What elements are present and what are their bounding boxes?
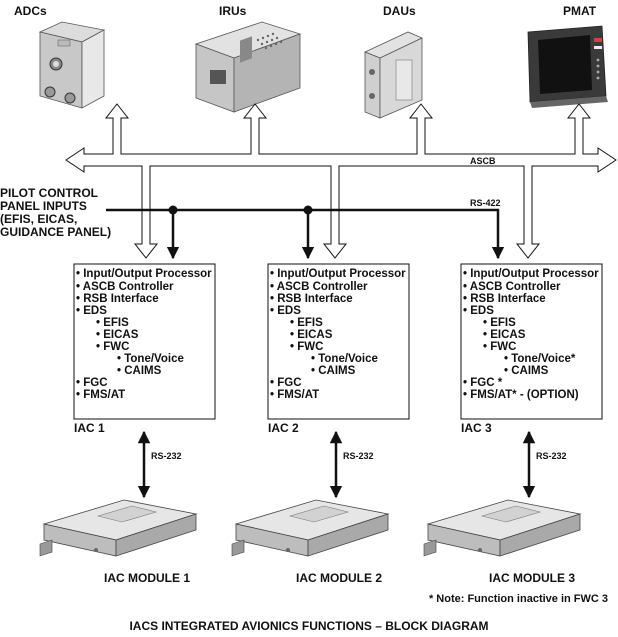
- iac1-item-io-processor: • Input/Output Processor: [76, 268, 212, 280]
- iac3-item-ascb-controller: • ASCB Controller: [463, 281, 561, 293]
- iac2-item-caims: • CAIMS: [311, 365, 356, 377]
- iac2-item-fgc: • FGC: [270, 377, 302, 389]
- iac-module-1-image: [39, 499, 198, 557]
- iac2-item-fwc: • FWC: [290, 341, 323, 353]
- footnote: * Note: Function inactive in FWC 3: [429, 593, 608, 605]
- rs422-label: RS-422: [470, 198, 501, 208]
- rs232-label-3: RS-232: [536, 451, 567, 461]
- adcs-label: ADCs: [14, 4, 47, 18]
- iac-module-1-label: IAC MODULE 1: [104, 571, 190, 585]
- iac1-item-tone-voice: • Tone/Voice: [117, 353, 184, 365]
- irus-label: IRUs: [219, 4, 247, 18]
- iac3-item-fwc: • FWC: [483, 341, 516, 353]
- diagram-title: IACS INTEGRATED AVIONICS FUNCTIONS – BLO…: [129, 619, 488, 633]
- iac2-item-io-processor: • Input/Output Processor: [270, 268, 406, 280]
- iac1-item-fwc: • FWC: [96, 341, 129, 353]
- iac1-item-eds: • EDS: [76, 305, 107, 317]
- rs232-label-2: RS-232: [343, 451, 374, 461]
- iac1-item-fms-at: • FMS/AT: [76, 389, 125, 401]
- rs422-line: [106, 208, 505, 260]
- iac-module-3-image: [423, 499, 582, 557]
- pmat-label: PMAT: [563, 4, 597, 18]
- iac2-item-fms-at: • FMS/AT: [270, 389, 319, 401]
- iac3-item-fms-at: • FMS/AT* - (OPTION): [463, 389, 579, 401]
- pilot-inputs-line-2: PANEL INPUTS: [0, 199, 87, 213]
- iac-module-3-label: IAC MODULE 3: [489, 571, 575, 585]
- iac2-item-eds: • EDS: [270, 305, 301, 317]
- iac2-item-efis: • EFIS: [290, 317, 323, 329]
- iac3-item-caims: • CAIMS: [504, 365, 549, 377]
- iac1-item-caims: • CAIMS: [117, 365, 162, 377]
- iac3-item-eicas: • EICAS: [483, 329, 526, 341]
- ascb-label: ASCB: [470, 156, 496, 166]
- iac1-label: IAC 1: [74, 421, 105, 435]
- iac-module-2-label: IAC MODULE 2: [296, 571, 382, 585]
- iac1-item-eicas: • EICAS: [96, 329, 139, 341]
- iac3-item-rsb-interface: • RSB Interface: [463, 293, 546, 305]
- rs422-junction-1: [168, 205, 178, 215]
- daus-label: DAUs: [383, 4, 416, 18]
- iac-module-2-image: [231, 499, 390, 557]
- iac1-item-fgc: • FGC: [76, 377, 108, 389]
- iac2-item-eicas: • EICAS: [290, 329, 333, 341]
- iac2-item-ascb-controller: • ASCB Controller: [270, 281, 368, 293]
- dau-unit-image: [363, 31, 423, 119]
- iru-unit-image: [194, 21, 302, 113]
- adc-unit-image: [38, 21, 106, 109]
- iac2-label: IAC 2: [268, 421, 299, 435]
- ascb-bus: [65, 103, 617, 259]
- pilot-inputs-line-3: (EFIS, EICAS,: [0, 212, 77, 226]
- iac-box-2: • Input/Output Processor • ASCB Controll…: [267, 263, 410, 420]
- iac2-item-rsb-interface: • RSB Interface: [270, 293, 353, 305]
- iac1-item-rsb-interface: • RSB Interface: [76, 293, 159, 305]
- iac3-item-tone-voice: • Tone/Voice*: [504, 353, 576, 365]
- iac2-item-tone-voice: • Tone/Voice: [311, 353, 378, 365]
- iac3-item-eds: • EDS: [463, 305, 494, 317]
- iac3-item-fgc: • FGC *: [463, 377, 503, 389]
- rs422-junction-2: [303, 205, 313, 215]
- iac3-label: IAC 3: [461, 421, 492, 435]
- pmat-unit-image: [527, 25, 608, 108]
- rs232-label-1: RS-232: [151, 451, 182, 461]
- iac-box-1: • Input/Output Processor • ASCB Controll…: [73, 263, 216, 420]
- iac-box-3: • Input/Output Processor • ASCB Controll…: [460, 263, 603, 420]
- iac1-item-ascb-controller: • ASCB Controller: [76, 281, 174, 293]
- iac1-item-efis: • EFIS: [96, 317, 129, 329]
- pilot-inputs-line-4: GUIDANCE PANEL): [0, 225, 111, 239]
- iac3-item-efis: • EFIS: [483, 317, 516, 329]
- pilot-inputs-line-1: PILOT CONTROL: [0, 186, 98, 200]
- iac3-item-io-processor: • Input/Output Processor: [463, 268, 599, 280]
